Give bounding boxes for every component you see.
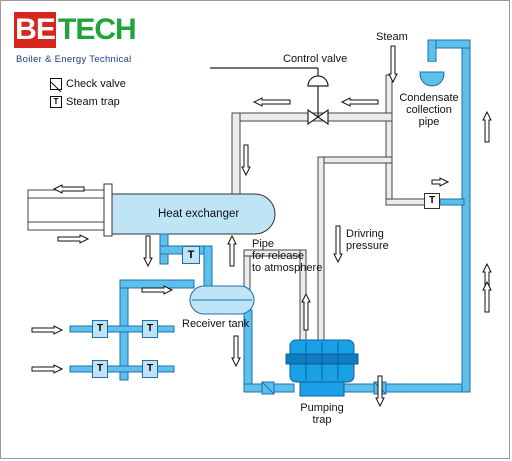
trap-to-tank-pipe <box>203 245 213 293</box>
label-steam: Steam <box>376 31 408 43</box>
arrow-right-collector <box>141 285 174 295</box>
pump-outlet-pipe <box>339 383 471 393</box>
label-condensate-1: Condensate <box>399 92 459 104</box>
label-driving-2: pressure <box>346 240 389 252</box>
label-receiver-tank: Receiver tank <box>182 318 250 330</box>
arrow-up-riser-3 <box>482 280 492 313</box>
arrow-right-branch-1 <box>31 325 64 335</box>
steam-to-trap-pipe <box>385 198 427 206</box>
collector-top-pipe <box>119 279 195 289</box>
arrow-down-outlet <box>375 375 385 408</box>
driving-pressure-pipe <box>317 156 325 343</box>
label-pipe-3: to atmosphere <box>252 262 323 274</box>
arrow-down-hx-outlet <box>143 235 153 268</box>
branch-lower-pipe <box>69 365 175 373</box>
arrow-up-release <box>227 234 237 267</box>
branch-upper-pipe <box>69 325 175 333</box>
riser-pipe <box>461 39 471 393</box>
steam-trap-branch-2b: T <box>142 360 158 378</box>
receiver-tank <box>189 285 255 315</box>
label-driving-1: Drivring <box>346 228 384 240</box>
driving-top-pipe <box>317 156 393 164</box>
steam-to-exchanger-pipe <box>231 112 241 196</box>
label-condensate-3: pipe <box>418 116 440 128</box>
arrow-right-hx-bottom <box>57 234 90 244</box>
legend-steam-trap: Steam trap <box>66 96 120 108</box>
arrow-left-steam-1 <box>252 97 291 107</box>
steam-trap-exchanger: T <box>182 246 200 264</box>
label-heat-exchanger: Heat exchanger <box>158 208 240 220</box>
arrow-left-steam-2 <box>340 97 379 107</box>
heat-exchanger <box>27 183 276 237</box>
control-valve <box>210 67 329 126</box>
arrow-up-to-pump <box>301 292 311 331</box>
steam-trap-header: T <box>424 193 440 209</box>
arrow-left-hx-top <box>52 184 85 194</box>
legend-check-valve: Check valve <box>66 78 126 90</box>
condensate-pot-top <box>420 62 444 72</box>
check-valve-legend-icon <box>50 78 62 93</box>
arrow-down-tank <box>231 335 241 368</box>
label-pipe-2: for release <box>252 250 304 262</box>
arrow-down-to-hx <box>241 144 251 177</box>
arrow-down-steam <box>388 45 398 84</box>
arrow-right-branch-2 <box>31 364 64 374</box>
steam-trap-branch-1a: T <box>92 320 108 338</box>
steam-trap-branch-2a: T <box>92 360 108 378</box>
arrow-up-riser-1 <box>482 110 492 143</box>
riser-drop-pipe <box>427 39 437 65</box>
label-pumping-2: trap <box>312 414 332 426</box>
trap-to-riser-pipe <box>439 198 465 206</box>
arrow-down-driving <box>333 225 343 264</box>
label-condensate-2: collection <box>406 104 452 116</box>
pumping-trap <box>285 339 359 397</box>
logo-subtitle: Boiler & Energy Technical <box>16 54 132 65</box>
logo-tech: TECH <box>58 13 137 46</box>
flow-arrows <box>31 45 492 408</box>
steam-trap-legend-icon: T <box>50 96 62 108</box>
label-pumping-1: Pumping <box>300 402 344 414</box>
steam-trap-branch-1b: T <box>142 320 158 338</box>
label-control-valve: Control valve <box>283 53 348 65</box>
arrow-right-to-trap <box>431 177 450 187</box>
check-valves <box>261 381 387 395</box>
label-pipe-1: Pipe <box>252 238 275 250</box>
logo-be: BE <box>14 12 56 48</box>
